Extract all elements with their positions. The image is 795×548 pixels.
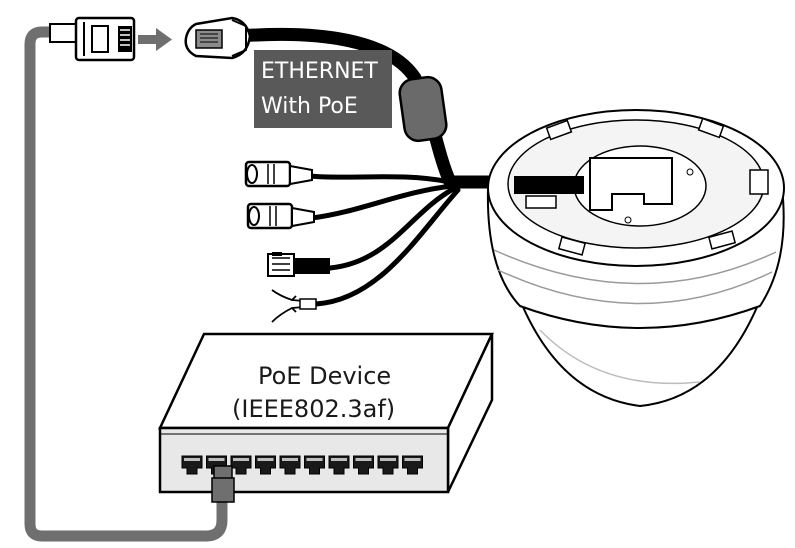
ferrite-core-icon (398, 75, 448, 142)
switch-port-contacts (380, 458, 396, 461)
arrow-right-icon (138, 28, 172, 51)
switch-port-contacts (282, 458, 298, 461)
poe-switch-icon: PoE Device (IEEE802.3af) (160, 334, 492, 502)
switch-port-contacts (209, 458, 225, 461)
ethernet-label-line2: With PoE (261, 94, 358, 119)
switch-port-contacts (331, 458, 347, 461)
poe-device-label-line2: (IEEE802.3af) (232, 395, 395, 423)
switch-port-contacts (307, 458, 323, 461)
switch-port-contacts (258, 458, 274, 461)
dc-jack-connector-1 (246, 162, 312, 186)
dome-camera-icon (488, 110, 784, 406)
switch-port-contacts (356, 458, 372, 461)
ethernet-label-line1: ETHERNET (261, 59, 378, 84)
ethernet-jack-icon (186, 18, 250, 58)
rj45-plug-icon (50, 18, 134, 60)
bare-wire-ends-icon (272, 290, 316, 322)
terminal-connector-icon (268, 252, 330, 276)
switch-port-contacts (184, 458, 200, 461)
switch-port-plug-icon (212, 466, 234, 502)
ethernet-poe-label: ETHERNET With PoE (254, 50, 392, 128)
switch-port-contacts (233, 458, 249, 461)
poe-device-label-line1: PoE Device (258, 362, 391, 390)
dc-jack-connector-2 (248, 204, 314, 228)
switch-port-contacts (405, 458, 421, 461)
pigtail-wires (310, 176, 458, 304)
